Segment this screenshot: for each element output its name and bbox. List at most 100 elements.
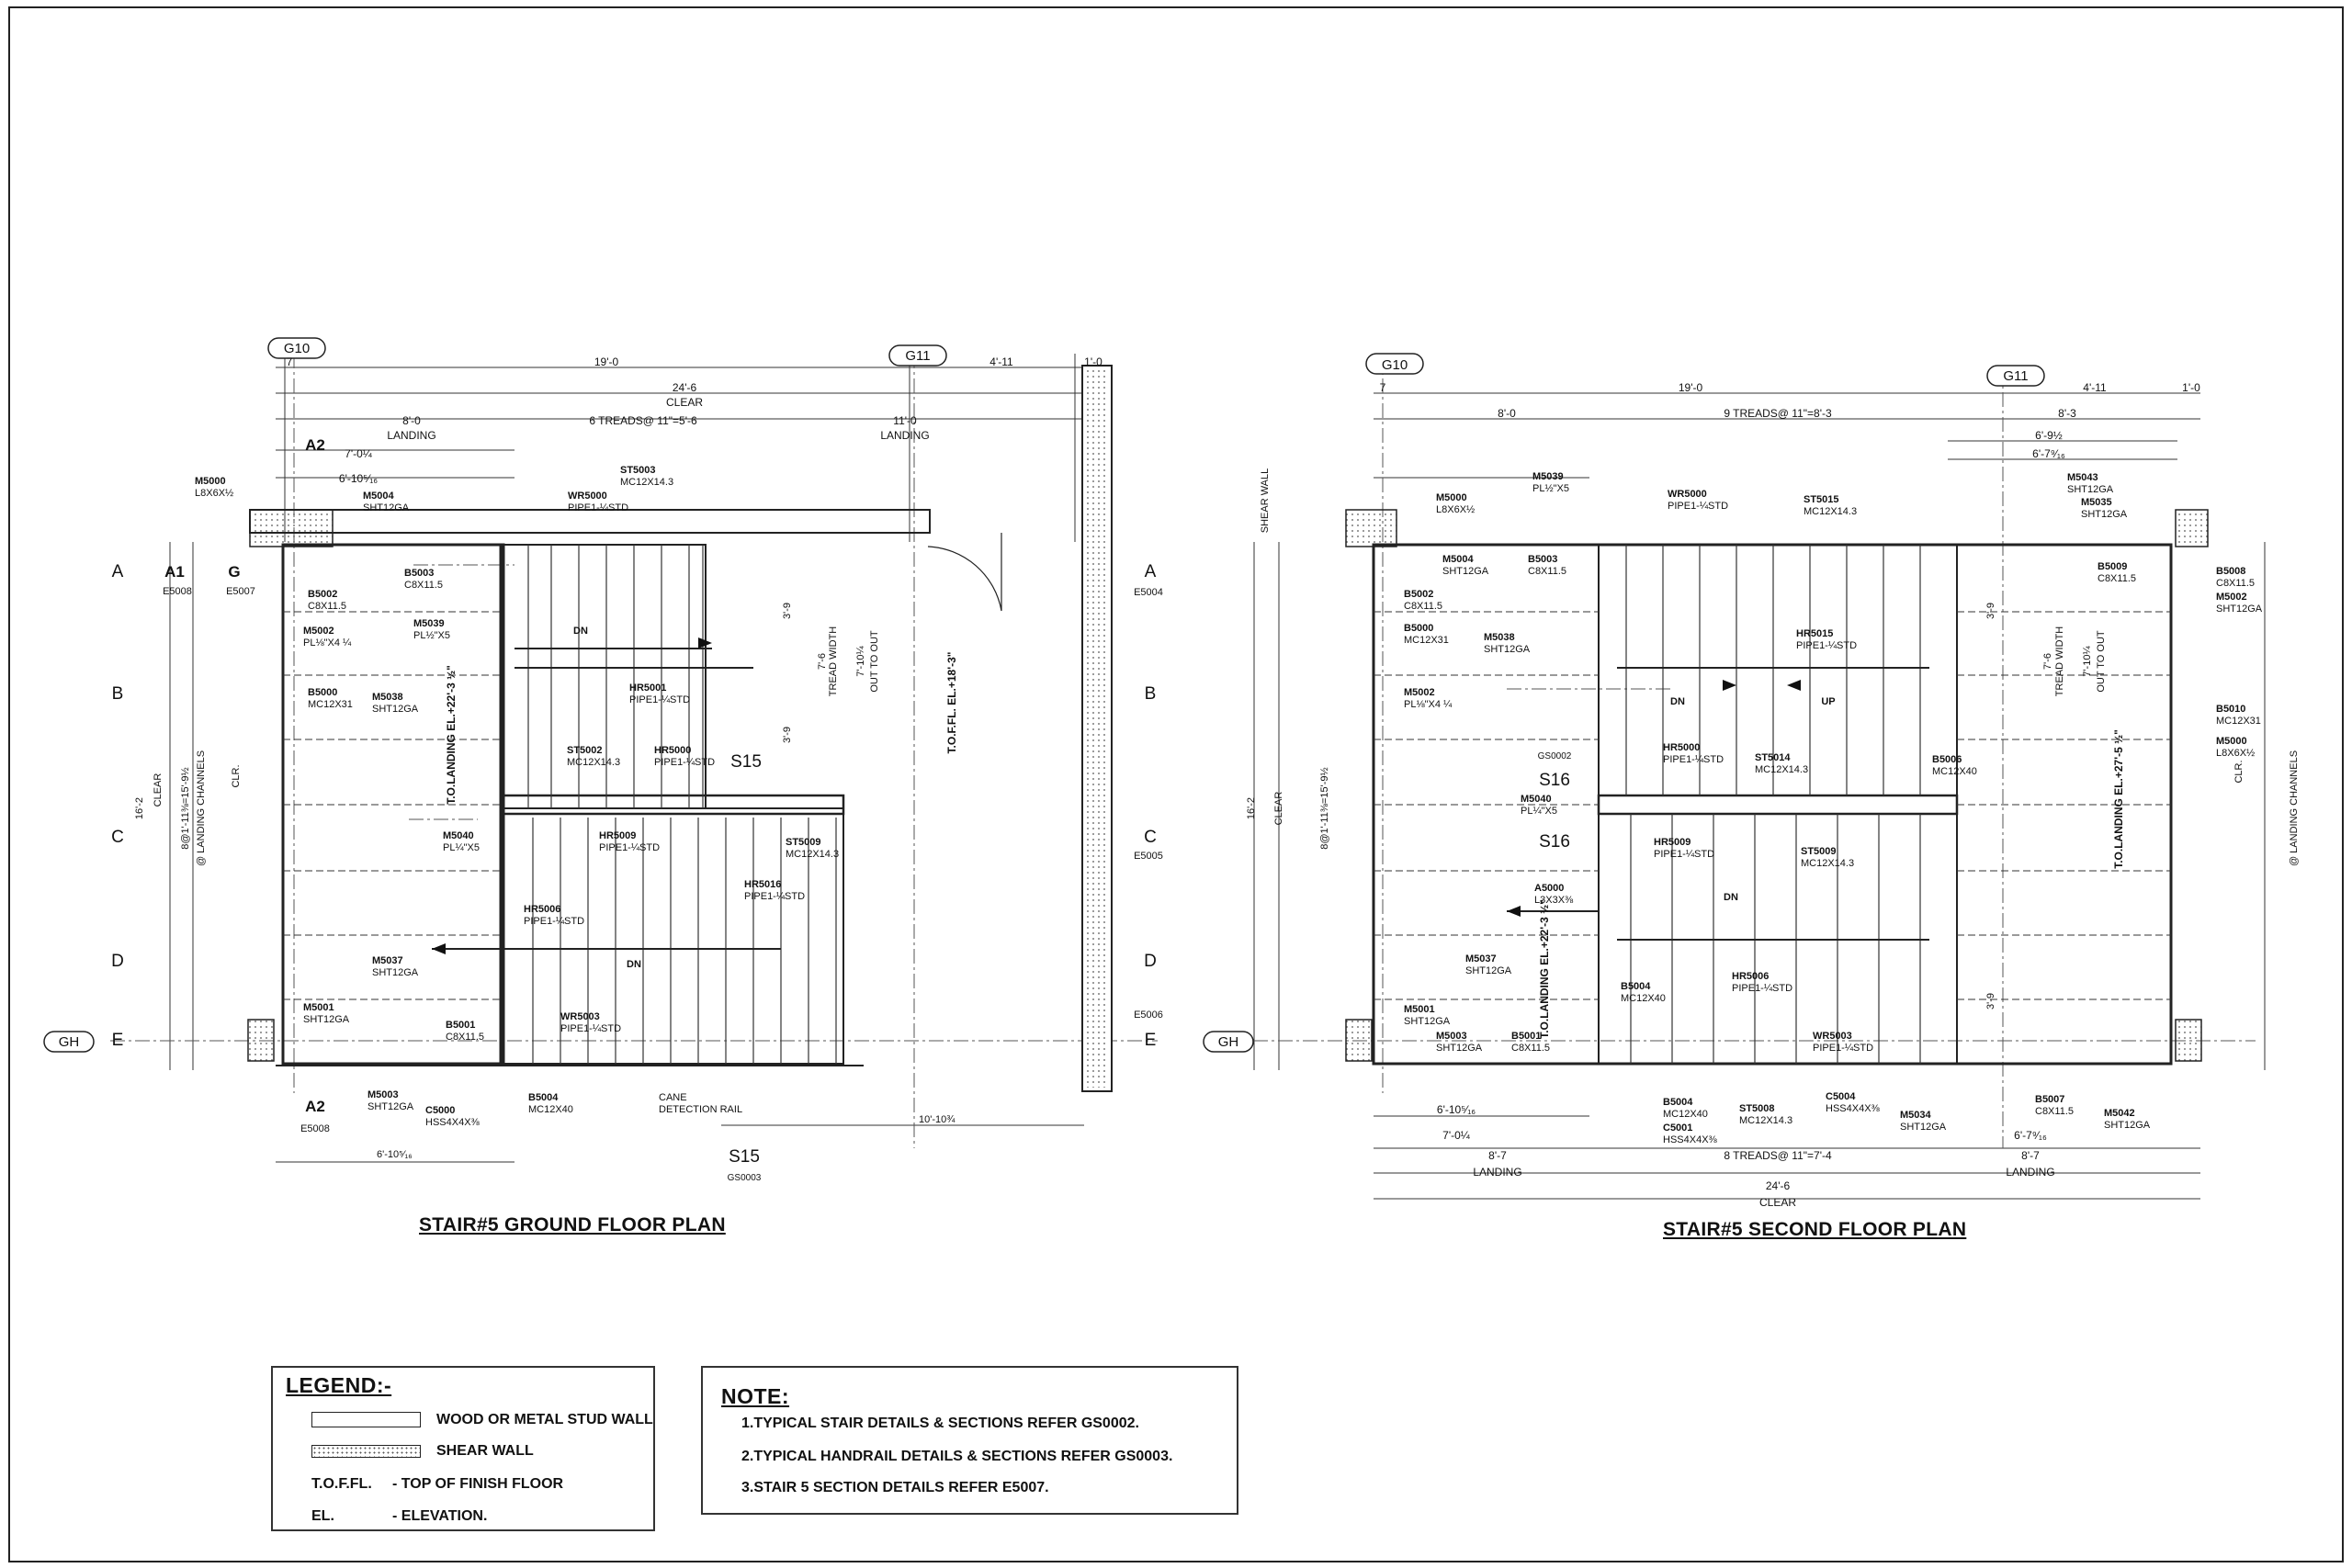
grid-row-right-d: D xyxy=(1144,952,1157,971)
ground-dimension: 4'-11 xyxy=(989,355,1013,368)
ground-callout: PIPE1-¼STD xyxy=(629,694,690,705)
second-callout: B5004 xyxy=(1621,981,1651,992)
ground-callout: HR5000 xyxy=(654,745,691,756)
grid-bubble-g10-2: G10 xyxy=(1382,357,1408,373)
second-dimension-bottom: 8'-7 xyxy=(2021,1149,2040,1162)
second-callout: C8X11.5 xyxy=(2035,1106,2074,1117)
ground-callout: PIPE1-¼STD xyxy=(599,842,660,853)
second-callout: M5037 xyxy=(1465,953,1497,964)
second-callout: B5006 xyxy=(1932,754,1962,765)
legend-tofl-abbr: T.O.F.FL. xyxy=(311,1476,372,1492)
second-dimension-bottom: 6'-10⁵⁄₁₆ xyxy=(1437,1103,1476,1116)
second-dimension-bottom: 8 TREADS@ 11"=7'-4 xyxy=(1724,1149,1832,1162)
second-landing-channels: @ LANDING CHANNELS xyxy=(2289,750,2300,866)
ground-dn-label-2: DN xyxy=(627,959,641,970)
ground-landing-channels xyxy=(283,611,503,1000)
second-callout: L8X6X½ xyxy=(1436,504,1475,515)
second-dn-label-1: DN xyxy=(1670,696,1685,707)
second-dimension: 1'-0 xyxy=(2182,381,2200,394)
ground-dimension: 24'-6 xyxy=(673,381,697,394)
second-callout: M5002 xyxy=(1404,687,1435,698)
ground-callout: PIPE1-¼STD xyxy=(744,891,805,902)
note-line-3: 3.STAIR 5 SECTION DETAILS REFER E5007. xyxy=(741,1480,1049,1495)
ground-clear-v: CLEAR xyxy=(153,773,164,807)
ground-to-landing-label: T.O.LANDING EL.+22'-3 ½" xyxy=(445,665,458,805)
ground-dimension: 1'-0 xyxy=(1084,355,1102,368)
ground-callout: B5004 xyxy=(528,1092,559,1103)
grid-row-b: B xyxy=(112,684,124,704)
second-callout: PIPE1-¼STD xyxy=(1654,849,1714,860)
second-dim-3-9-b: 3'-9 xyxy=(1985,993,1996,1010)
grid-row-right-a: A xyxy=(1145,562,1157,581)
ground-callout: WR5003 xyxy=(560,1011,600,1022)
shear-wall-swatch xyxy=(311,1445,421,1458)
ground-tread-width: TREAD WIDTH xyxy=(828,626,839,696)
ground-callout: M5039 xyxy=(413,618,445,629)
second-grid-lines xyxy=(1204,354,2256,1148)
grid-row-right-b: B xyxy=(1145,684,1157,704)
second-dimension: 7 xyxy=(1380,381,1386,394)
ground-dimension: 6'-10⁵⁄₁₆ xyxy=(339,472,378,485)
second-callout: M5040 xyxy=(1521,794,1552,805)
ground-dimension: 7 xyxy=(287,355,293,368)
second-callout: M5003 xyxy=(1436,1031,1467,1042)
ground-dimension: 8'-0 xyxy=(402,414,421,427)
ground-callout: SHT12GA xyxy=(368,1101,414,1112)
second-callout: MC12X14.3 xyxy=(1804,506,1857,517)
second-dimension-bottom: 24'-6 xyxy=(1766,1179,1791,1192)
ground-callout: PIPE1-¼STD xyxy=(568,502,628,513)
ref-e5005: E5005 xyxy=(1134,851,1163,862)
second-callout: B5007 xyxy=(2035,1094,2064,1105)
second-callout: M5001 xyxy=(1404,1004,1435,1015)
second-callout: B5001 xyxy=(1511,1031,1541,1042)
ground-callout: PIPE1-¼STD xyxy=(560,1023,621,1034)
second-dim-3-9: 3'-9 xyxy=(1985,603,1996,619)
second-callout: B5002 xyxy=(1404,589,1433,600)
second-callout: HR5006 xyxy=(1732,971,1769,982)
second-to-landing-2: T.O.LANDING EL.+27'-5 ½" xyxy=(2112,729,2125,869)
second-callout: SHT12GA xyxy=(2081,509,2128,520)
grid-row-e: E xyxy=(112,1031,124,1050)
legend-el-label: - ELEVATION. xyxy=(392,1508,488,1524)
legend-tofl-label: - TOP OF FINISH FLOOR xyxy=(392,1476,564,1492)
second-dimension: 6'-9½ xyxy=(2035,429,2063,442)
ground-callout: HR5016 xyxy=(744,879,781,890)
note-box: NOTE: 1.TYPICAL STAIR DETAILS & SECTIONS… xyxy=(701,1366,1238,1515)
ref-e5008-bottom: E5008 xyxy=(300,1123,330,1134)
second-callout: HSS4X4X⅜ xyxy=(1663,1134,1718,1145)
ground-callout: SHT12GA xyxy=(372,967,419,978)
section-s16: S16 xyxy=(1539,771,1570,790)
ground-callout: ST5009 xyxy=(786,837,821,848)
ground-callout: B5001 xyxy=(446,1020,475,1031)
second-callout: M5034 xyxy=(1900,1110,1932,1121)
ground-callout: ST5002 xyxy=(567,745,603,756)
ground-callout: M5003 xyxy=(368,1089,399,1100)
ground-dim-16-2: 16'-2 xyxy=(134,797,145,819)
ground-treads xyxy=(527,545,837,1064)
second-walls xyxy=(1345,509,2209,1062)
second-callout: PL½"X5 xyxy=(1532,483,1569,494)
ground-callout: CANE xyxy=(659,1092,687,1103)
note-line-2: 2.TYPICAL HANDRAIL DETAILS & SECTIONS RE… xyxy=(741,1449,1173,1464)
ground-callout: SHT12GA xyxy=(372,704,419,715)
grid-bubble-g11-2: G11 xyxy=(2003,368,2028,384)
second-up-arrow xyxy=(1787,680,1801,691)
ground-callout: B5000 xyxy=(308,687,337,698)
ground-dimension: LANDING xyxy=(880,429,929,442)
stud-wall-swatch xyxy=(311,1412,421,1427)
ground-callout: HR5006 xyxy=(524,904,560,915)
ground-callout: HR5009 xyxy=(599,830,636,841)
ground-callout: B5003 xyxy=(404,568,434,579)
second-callout: PIPE1-¼STD xyxy=(1796,640,1857,651)
ground-callout: C8X11.5 xyxy=(446,1032,484,1043)
grid-row-right-e: E xyxy=(1145,1031,1157,1050)
ground-dim-3-9: 3'-9 xyxy=(782,603,793,619)
ground-callout: 10'-10¾ xyxy=(919,1114,956,1125)
ref-e5008: E5008 xyxy=(163,586,192,597)
second-callout: PIPE1-¼STD xyxy=(1663,754,1724,765)
ground-callout: L8X6X½ xyxy=(195,488,233,499)
legend-el-abbr: EL. xyxy=(311,1508,334,1524)
grid-bubble-gh: GH xyxy=(59,1034,80,1050)
second-to-landing-1: T.O.LANDING EL.+22'-3 ½" xyxy=(1538,899,1551,1039)
